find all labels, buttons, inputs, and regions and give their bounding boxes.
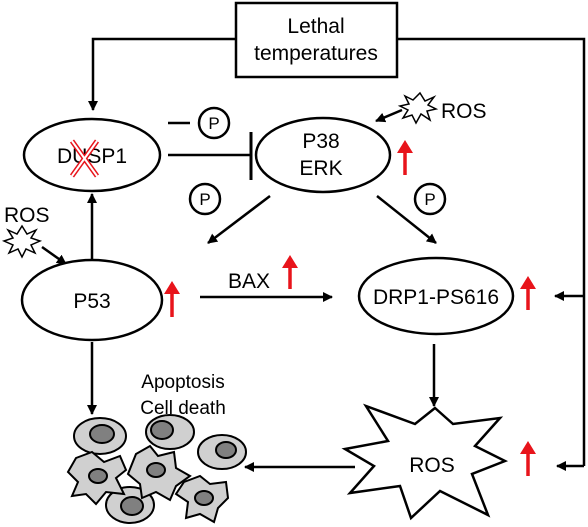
lethal-connectors	[88, 37, 586, 471]
apoptotic-cells-illustration	[66, 414, 247, 524]
drp1-node: DRP1-PS616	[357, 256, 515, 336]
p38-up-arrow	[397, 140, 413, 175]
dusp1-label: DUSP1	[57, 145, 127, 168]
dusp1-inhibits-p38	[168, 121, 253, 180]
p38-output-arrows	[207, 195, 437, 244]
ros-left-label: ROS	[4, 204, 50, 227]
phospho-label-left: P	[199, 190, 210, 209]
ros-burst-label: ROS	[409, 454, 455, 477]
drp1-up-arrow	[520, 276, 536, 310]
ros-burst-node: ROS	[341, 403, 509, 521]
lethal-label-line2: temperatures	[254, 42, 378, 65]
p53-node: P53	[20, 258, 164, 342]
bax-arrow-group: BAX	[200, 255, 333, 302]
phospho-circle-left: P	[188, 182, 222, 216]
phospho-label-right: P	[424, 190, 435, 209]
erk-label: ERK	[299, 157, 342, 180]
bax-label: BAX	[228, 270, 270, 293]
p38-erk-node: P38 ERK	[254, 116, 392, 194]
drp1-label: DRP1-PS616	[373, 286, 499, 309]
p38-label: P38	[302, 130, 339, 153]
ros-to-p53-arrow	[41, 245, 67, 266]
phospho-circle-right: P	[413, 182, 447, 216]
apoptosis-label-line2: Cell death	[140, 398, 226, 419]
dusp1-node: DUSP1	[22, 117, 162, 193]
right-vertical-line	[397, 37, 586, 466]
phospho-label-top: P	[208, 114, 219, 133]
ros-star-left: ROS	[1, 204, 67, 266]
p38-to-drp1-arrow	[376, 195, 437, 244]
lethal-temperatures-box: Lethal temperatures	[234, 1, 399, 79]
ros-up-arrow	[520, 441, 536, 476]
ros-to-p38-arrow	[375, 108, 403, 123]
lethal-label-line1: Lethal	[287, 15, 344, 38]
ros-top-label: ROS	[441, 100, 487, 123]
ros-star-top: ROS	[375, 91, 487, 125]
phospho-circle-top: P	[197, 106, 231, 140]
apoptosis-label-line1: Apoptosis	[141, 372, 224, 393]
p38-to-left-arrow	[207, 195, 271, 244]
p53-label: P53	[73, 290, 110, 313]
p53-up-arrow	[164, 281, 180, 317]
lethal-to-dusp1-arrow	[88, 37, 236, 111]
